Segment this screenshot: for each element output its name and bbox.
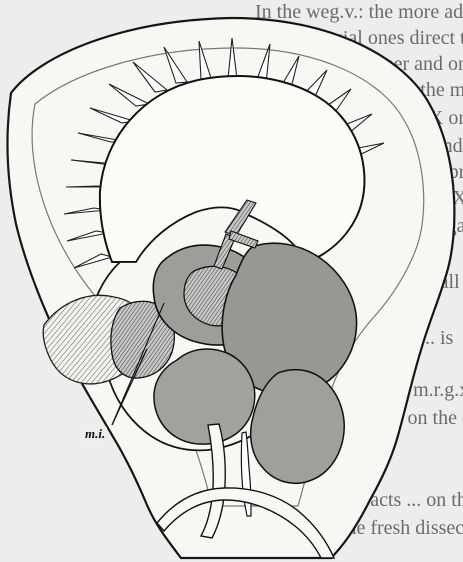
figure-label: m.i. [83, 427, 107, 441]
lower-right-limb [251, 370, 345, 484]
